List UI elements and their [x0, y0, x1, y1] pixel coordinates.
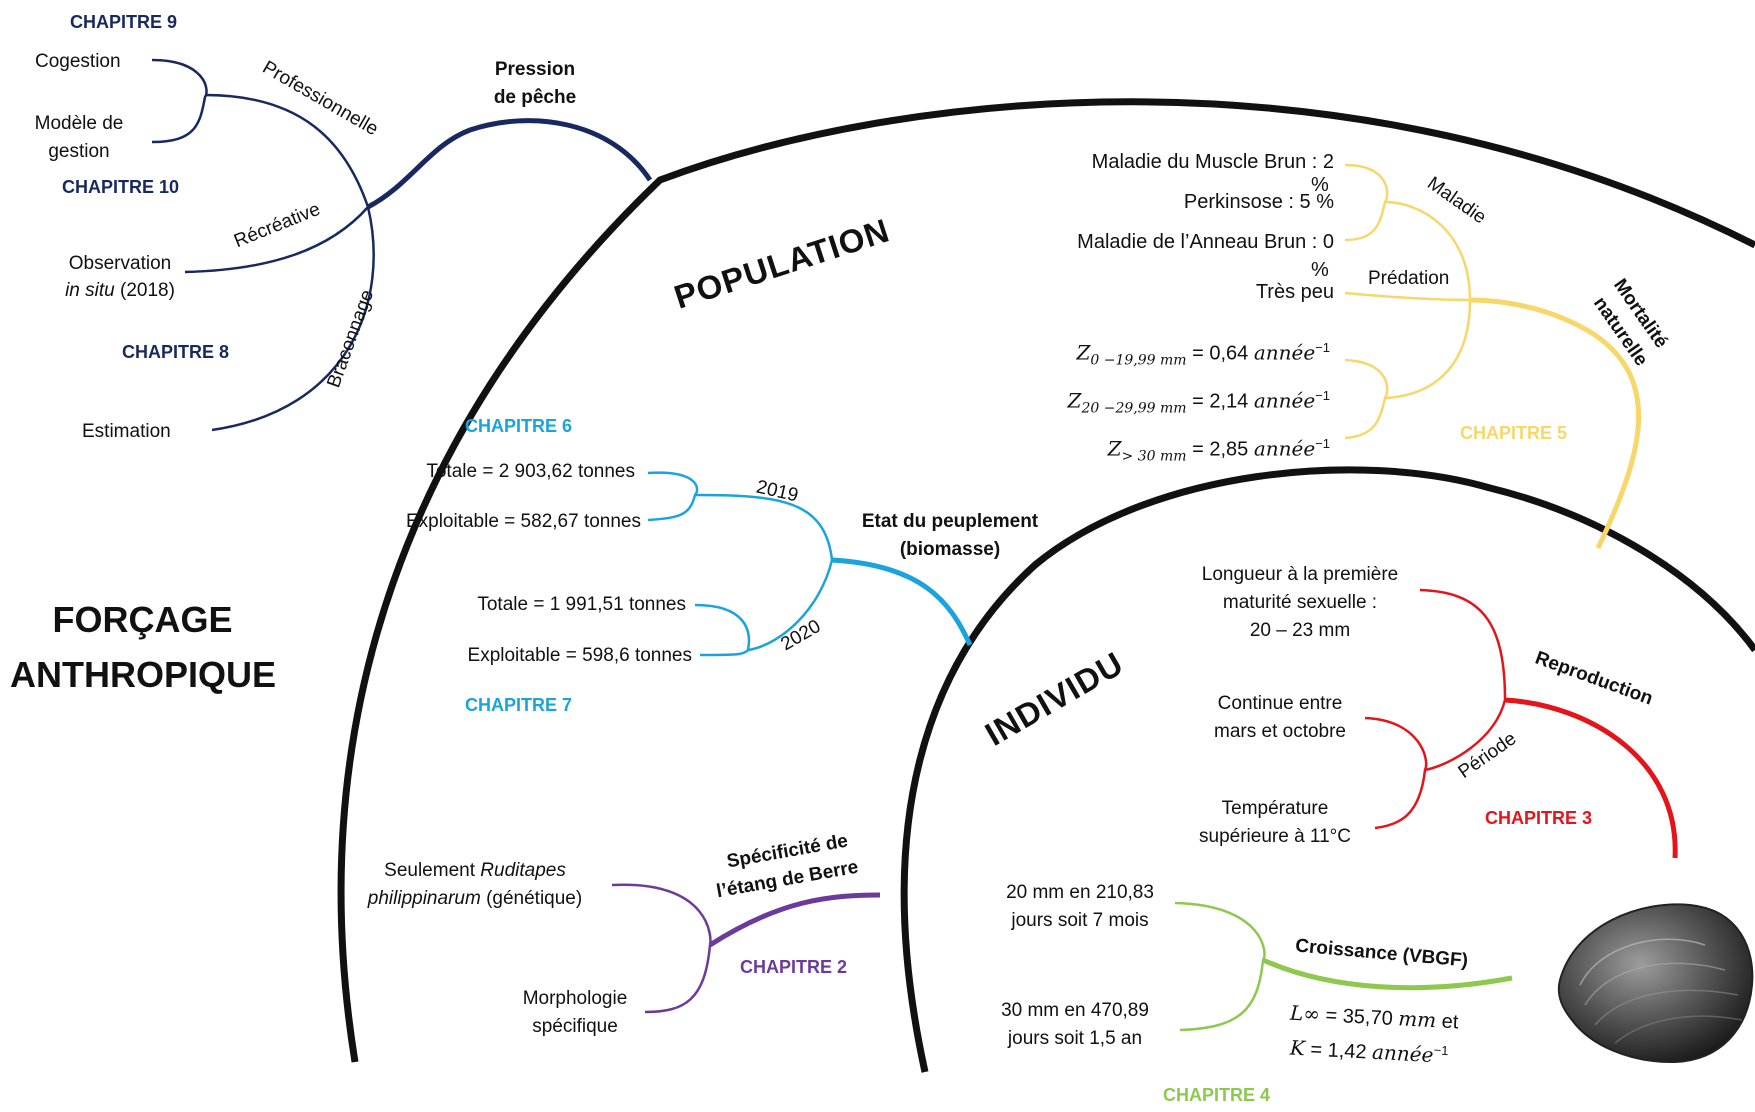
exploitable-2019-label: Exploitable = 582,67 tonnes: [405, 511, 641, 532]
morphologie-line2: spécifique: [532, 1016, 618, 1037]
mortality-branches: [1344, 163, 1642, 550]
z3-formula: Z> 30 mm = 2,85 année−1: [1107, 436, 1330, 465]
bracket-2020: [694, 603, 751, 657]
specificity-branches: [611, 883, 881, 1014]
totale-2020-label: Totale = 1 991,51 tonnes: [477, 594, 686, 615]
mm30-line1: 30 mm en 470,89: [1001, 1000, 1149, 1021]
mm20-line1: 20 mm en 210,83: [1006, 882, 1154, 903]
mmb-line1: Maladie du Muscle Brun : 2: [1091, 151, 1334, 173]
seulement-line1: Seulement Ruditapes: [384, 860, 566, 881]
observation-line2: in situ (2018): [65, 280, 175, 301]
growth-branches: [1174, 901, 1513, 1032]
longueur-line1: Longueur à la première: [1201, 564, 1399, 585]
fishing-pressure-title-line2: de pêche: [493, 87, 577, 108]
chapter-5-label: CHAPITRE 5: [1460, 423, 1568, 443]
estimation-label: Estimation: [82, 421, 171, 442]
stock-state-title-line1: Etat du peuplement: [861, 511, 1039, 532]
longueur-line3: 20 – 23 mm: [1249, 620, 1351, 641]
z-values-branch: [1384, 299, 1472, 400]
main-title-line2: ANTHROPIQUE: [10, 654, 277, 695]
chapter-9-label: CHAPITRE 9: [70, 12, 178, 32]
z2-formula: Z20 −29,99 mm = 2,14 année−1: [1067, 388, 1330, 417]
professionnelle-branch: [204, 93, 370, 208]
individu-boundary-arc: [900, 466, 1755, 1073]
chapter-2-label: CHAPITRE 2: [740, 957, 848, 977]
chapter-3-label: CHAPITRE 3: [1485, 808, 1593, 828]
chapter-10-label: CHAPITRE 10: [62, 177, 180, 197]
fishing-pressure-title-line1: Pression: [494, 59, 576, 80]
z1-formula: Z0 −19,99 mm = 0,64 année−1: [1076, 340, 1330, 369]
year-2020-branch: [747, 559, 834, 652]
totale-2019-label: Totale = 2 903,62 tonnes: [426, 461, 635, 482]
continue-line1: Continue entre: [1217, 693, 1343, 714]
main-title-line1: FORÇAGE: [52, 599, 233, 640]
mm30-line2: jours soit 1,5 an: [1007, 1028, 1143, 1049]
bracket-2019: [647, 471, 699, 522]
mmb-line2: %: [1311, 174, 1329, 196]
continue-line2: mars et octobre: [1214, 721, 1346, 742]
modele-gestion-line2: gestion: [48, 141, 110, 162]
year-2019-branch: [694, 493, 834, 561]
modele-gestion-line1: Modèle de: [34, 113, 124, 134]
specificity-bracket: [611, 883, 712, 1014]
longueur-line2: maturité sexuelle :: [1222, 592, 1378, 613]
perkinsose-label: Perkinsose : 5 %: [1183, 191, 1334, 213]
temperature-line2: supérieure à 11°C: [1199, 826, 1351, 847]
stock-state-branches: [647, 471, 973, 657]
mortality-main-branch: [1469, 297, 1642, 550]
chapter-4-label: CHAPITRE 4: [1163, 1085, 1271, 1105]
observation-line1: Observation: [68, 253, 172, 274]
seulement-line2: philippinarum (génétique): [367, 888, 583, 909]
population-boundary-arc: [337, 98, 1755, 1063]
stock-state-title-line2: (biomasse): [899, 539, 1001, 560]
mab-line1: Maladie de l’Anneau Brun : 0: [1077, 231, 1334, 253]
growth-main-branch: [1261, 957, 1513, 991]
reproduction-main-branch: [1504, 697, 1678, 859]
z-bracket: [1344, 358, 1389, 440]
periode-bracket: [1364, 716, 1428, 830]
exploitable-2020-label: Exploitable = 598,6 tonnes: [467, 645, 692, 666]
morphologie-line1: Morphologie: [522, 988, 628, 1009]
cogestion-modele-bracket: [151, 58, 208, 144]
fishing-pressure-branches: [151, 58, 653, 432]
stock-main-branch: [831, 557, 973, 647]
chapter-8-label: CHAPITRE 8: [122, 342, 230, 362]
tres-peu-link: [1344, 291, 1471, 302]
clam-illustration: [1557, 903, 1754, 1064]
cogestion-label: Cogestion: [35, 51, 121, 72]
recreative-branch: [184, 206, 369, 274]
temperature-line1: Température: [1221, 798, 1329, 819]
chapter-6-label: CHAPITRE 6: [465, 416, 573, 436]
growth-bracket: [1174, 901, 1266, 1032]
periode-branch: [1424, 699, 1507, 772]
mab-line2: %: [1311, 259, 1329, 281]
specificity-main-branch: [708, 892, 881, 948]
fishing-main-branch: [366, 118, 653, 210]
disease-bracket: [1344, 163, 1389, 242]
longueur-branch: [1419, 588, 1507, 701]
braconnage-branch: [211, 206, 375, 432]
chapter-7-label: CHAPITRE 7: [465, 695, 573, 715]
maladie-branch: [1384, 200, 1472, 301]
tres-peu-label: Très peu: [1255, 281, 1334, 303]
mm20-line2: jours soit 7 mois: [1011, 910, 1149, 931]
reproduction-branches: [1364, 588, 1678, 859]
predation-label: Prédation: [1368, 268, 1450, 289]
